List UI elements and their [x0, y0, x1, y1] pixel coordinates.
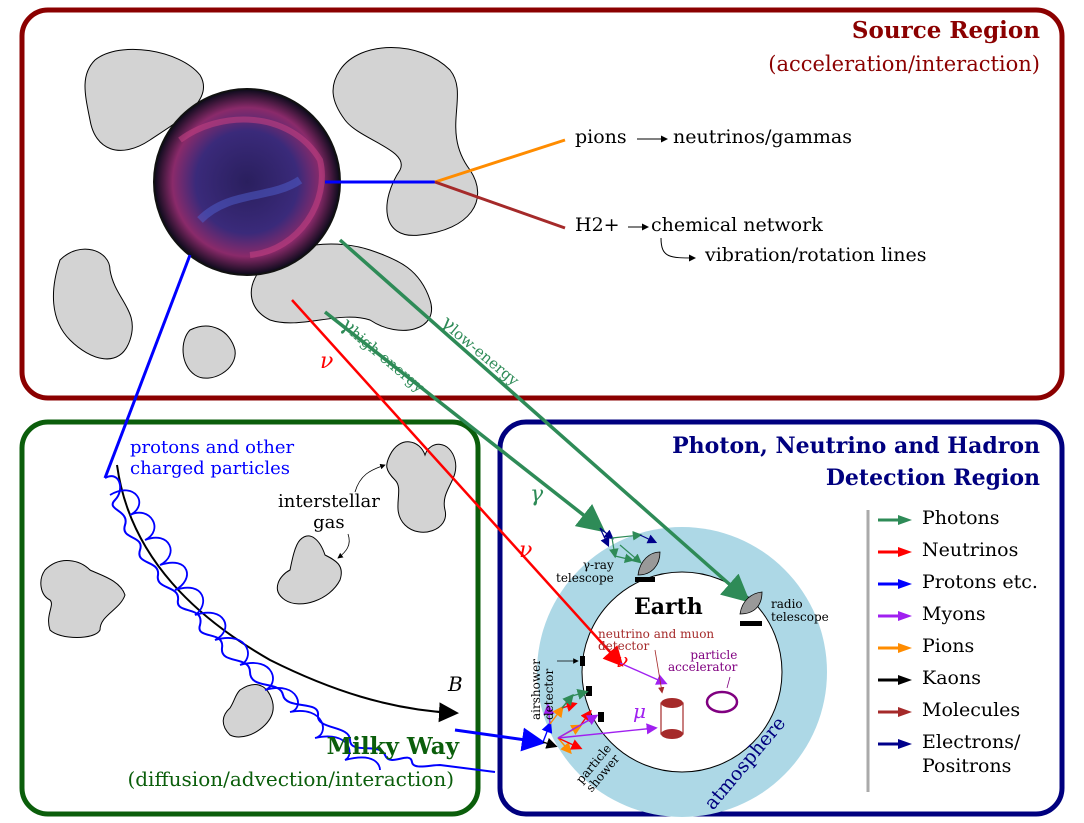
legend-item-electrons: Electrons/	[922, 731, 1021, 753]
source-region-box	[19, 7, 1065, 401]
neutrino-symbol-detection: ν	[519, 538, 533, 563]
milky-way-box	[19, 419, 481, 817]
radio-telescope-dish	[739, 591, 763, 615]
h2-product: chemical network	[651, 214, 823, 236]
legend-item-myons: Myons	[922, 603, 986, 625]
detection-region-box	[497, 419, 1065, 817]
legend-item-protons: Protons etc.	[922, 571, 1038, 593]
neutrino-detector	[660, 698, 684, 739]
legend-arrows	[878, 515, 912, 749]
neutrino-symbol-source: ν	[320, 349, 334, 374]
particle-shower	[541, 688, 658, 755]
legend-arrow-head	[898, 611, 912, 621]
source-region-title: Source Region	[851, 17, 1040, 44]
magnetic-field-label: B	[448, 672, 463, 696]
legend-item-photons: Photons	[922, 507, 1000, 529]
h2-label: H2+	[575, 214, 620, 236]
legend-item-molecules: Molecules	[922, 699, 1021, 721]
legend-arrow-head	[898, 547, 912, 557]
legend-item-pions: Pions	[922, 635, 975, 657]
legend-item-neutrinos: Neutrinos	[922, 539, 1019, 561]
legend-item-positrons: Positrons	[922, 755, 1012, 777]
milky-way-subtitle: (diffusion/advection/interaction)	[127, 767, 454, 791]
h2-subproduct: vibration/rotation lines	[705, 244, 927, 266]
em-cascade	[599, 527, 658, 564]
particle-accelerator-ring	[705, 690, 739, 714]
pions-label: pions	[575, 126, 627, 148]
earth-disc	[581, 571, 783, 773]
gamma-symbol-detection: γ	[530, 482, 544, 507]
legend-arrow-head	[898, 707, 912, 717]
charged-particle-trajectory	[104, 475, 496, 773]
milky-way-title: Milky Way	[326, 733, 459, 760]
neutrino-symbol-earth: ν	[616, 648, 629, 672]
gamma-ray-telescope-dish	[637, 551, 661, 576]
legend-arrow-head	[898, 579, 912, 589]
gas-clouds-source	[52, 47, 479, 379]
legend-arrow-head	[898, 515, 912, 525]
legend-item-kaons: Kaons	[922, 667, 981, 689]
muon-symbol: μ	[633, 699, 646, 723]
legend-arrow-head	[898, 675, 912, 685]
legend-arrow-head	[898, 739, 912, 749]
gas-clouds-milky-way	[40, 441, 457, 738]
earth-label: Earth	[634, 594, 703, 620]
source-region-subtitle: (acceleration/interaction)	[768, 52, 1040, 76]
pions-product: neutrinos/gammas	[673, 126, 852, 148]
legend: Photons Neutrinos Protons etc. Myons Pio…	[876, 507, 1061, 779]
legend-arrow-head	[898, 643, 912, 653]
